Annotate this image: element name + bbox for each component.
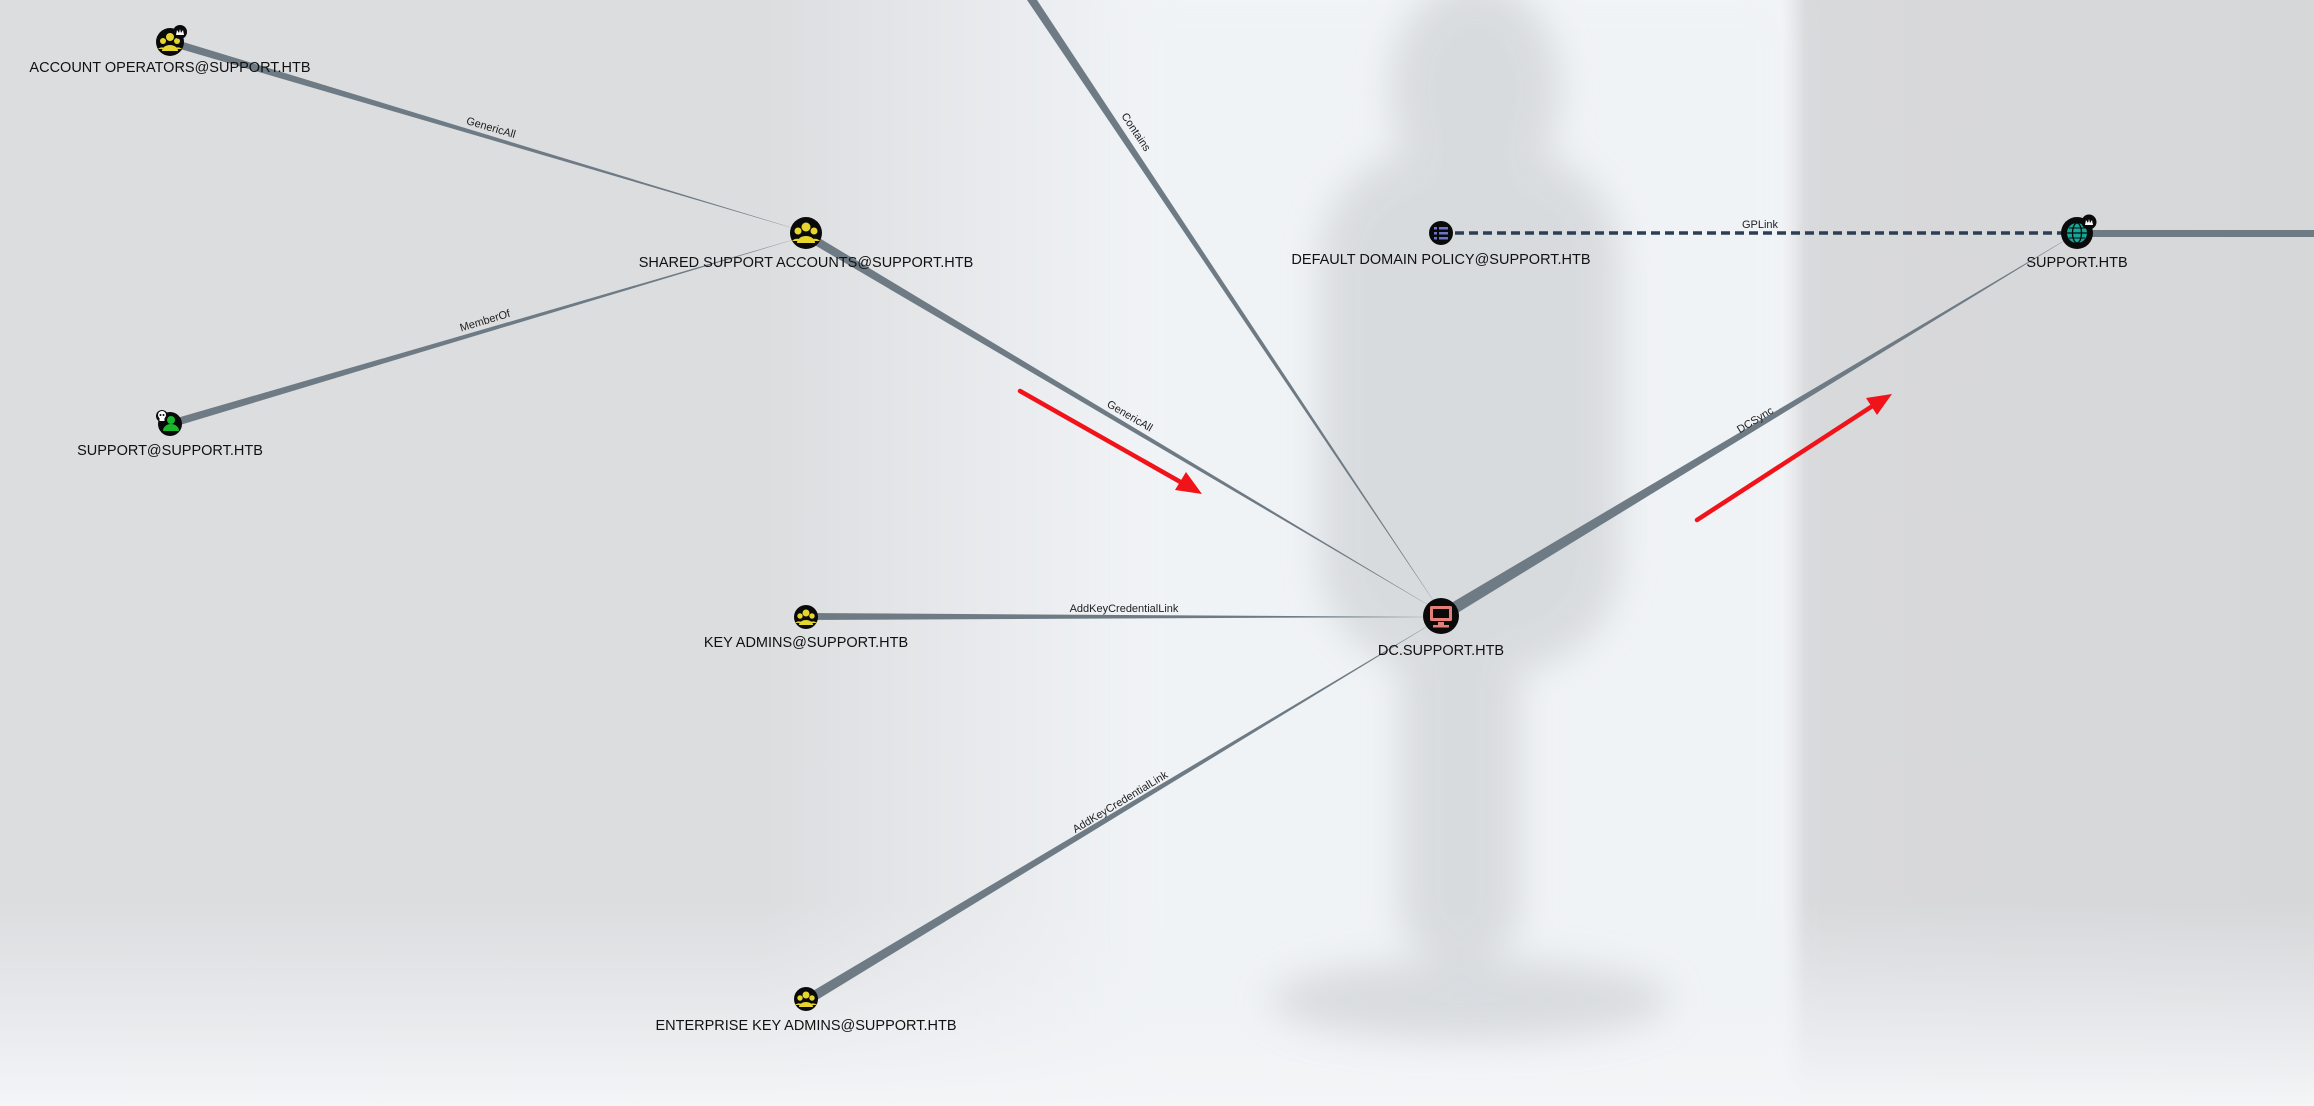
globe-icon [2067, 222, 2087, 244]
edge-domain-offscreen[interactable] [2078, 230, 2314, 237]
node-label: DEFAULT DOMAIN POLICY@SUPPORT.HTB [1291, 252, 1590, 268]
group-icon [795, 609, 817, 625]
node-label: ACCOUNT OPERATORS@SUPPORT.HTB [29, 60, 310, 76]
edge-genericall-account-operators[interactable] [170, 38, 806, 232]
node-label: KEY ADMINS@SUPPORT.HTB [704, 635, 908, 651]
crown-badge-icon [2081, 214, 2097, 230]
node-enterprise-key-admins[interactable]: ENTERPRISE KEY ADMINS@SUPPORT.HTB [655, 987, 957, 1034]
edges-layer [170, 0, 2314, 1003]
group-icon [792, 222, 820, 243]
edge-addkeycredentiallink-key-admins[interactable] [806, 613, 1441, 620]
nodes-layer: ACCOUNT OPERATORS@SUPPORT.HTB SHARED SUP… [29, 25, 2128, 1034]
node-label: SUPPORT@SUPPORT.HTB [77, 443, 263, 459]
edge-contains-dc[interactable] [1027, 0, 1441, 612]
node-label: SHARED SUPPORT ACCOUNTS@SUPPORT.HTB [639, 255, 974, 271]
node-support-user[interactable]: SUPPORT@SUPPORT.HTB [77, 410, 263, 459]
computer-icon [1430, 606, 1452, 628]
node-label: SUPPORT.HTB [2026, 255, 2127, 271]
gpo-icon [1434, 227, 1448, 240]
node-shared-support-accounts[interactable]: SHARED SUPPORT ACCOUNTS@SUPPORT.HTB [639, 217, 974, 271]
edge-label-addkeycredentiallink-1: AddKeyCredentialLink [1070, 603, 1179, 615]
annotation-arrow-up-right [1694, 394, 1892, 523]
node-support-htb-domain[interactable]: SUPPORT.HTB [2026, 214, 2128, 272]
owned-skull-badge-icon [156, 410, 168, 422]
node-account-operators[interactable]: ACCOUNT OPERATORS@SUPPORT.HTB [29, 25, 311, 76]
edge-label-gplink: GPLink [1742, 219, 1779, 231]
node-key-admins[interactable]: KEY ADMINS@SUPPORT.HTB [704, 605, 908, 651]
edge-memberof-support[interactable] [170, 236, 806, 428]
edge-dcsync[interactable] [1436, 233, 2077, 620]
edge-genericall-shared-dc[interactable] [806, 230, 1440, 612]
group-icon [795, 991, 817, 1007]
crown-badge-icon [173, 25, 187, 39]
node-label: DC.SUPPORT.HTB [1378, 643, 1504, 659]
node-default-domain-policy[interactable]: DEFAULT DOMAIN POLICY@SUPPORT.HTB [1291, 221, 1591, 268]
node-dc[interactable]: DC.SUPPORT.HTB [1378, 598, 1504, 659]
edge-addkeycredentiallink-enterprise[interactable] [806, 618, 1441, 1003]
group-icon [158, 33, 182, 51]
annotation-arrow-down-right [1017, 388, 1202, 494]
node-label: ENTERPRISE KEY ADMINS@SUPPORT.HTB [655, 1018, 956, 1034]
user-icon [163, 416, 179, 431]
annotation-arrows [1017, 388, 1892, 523]
